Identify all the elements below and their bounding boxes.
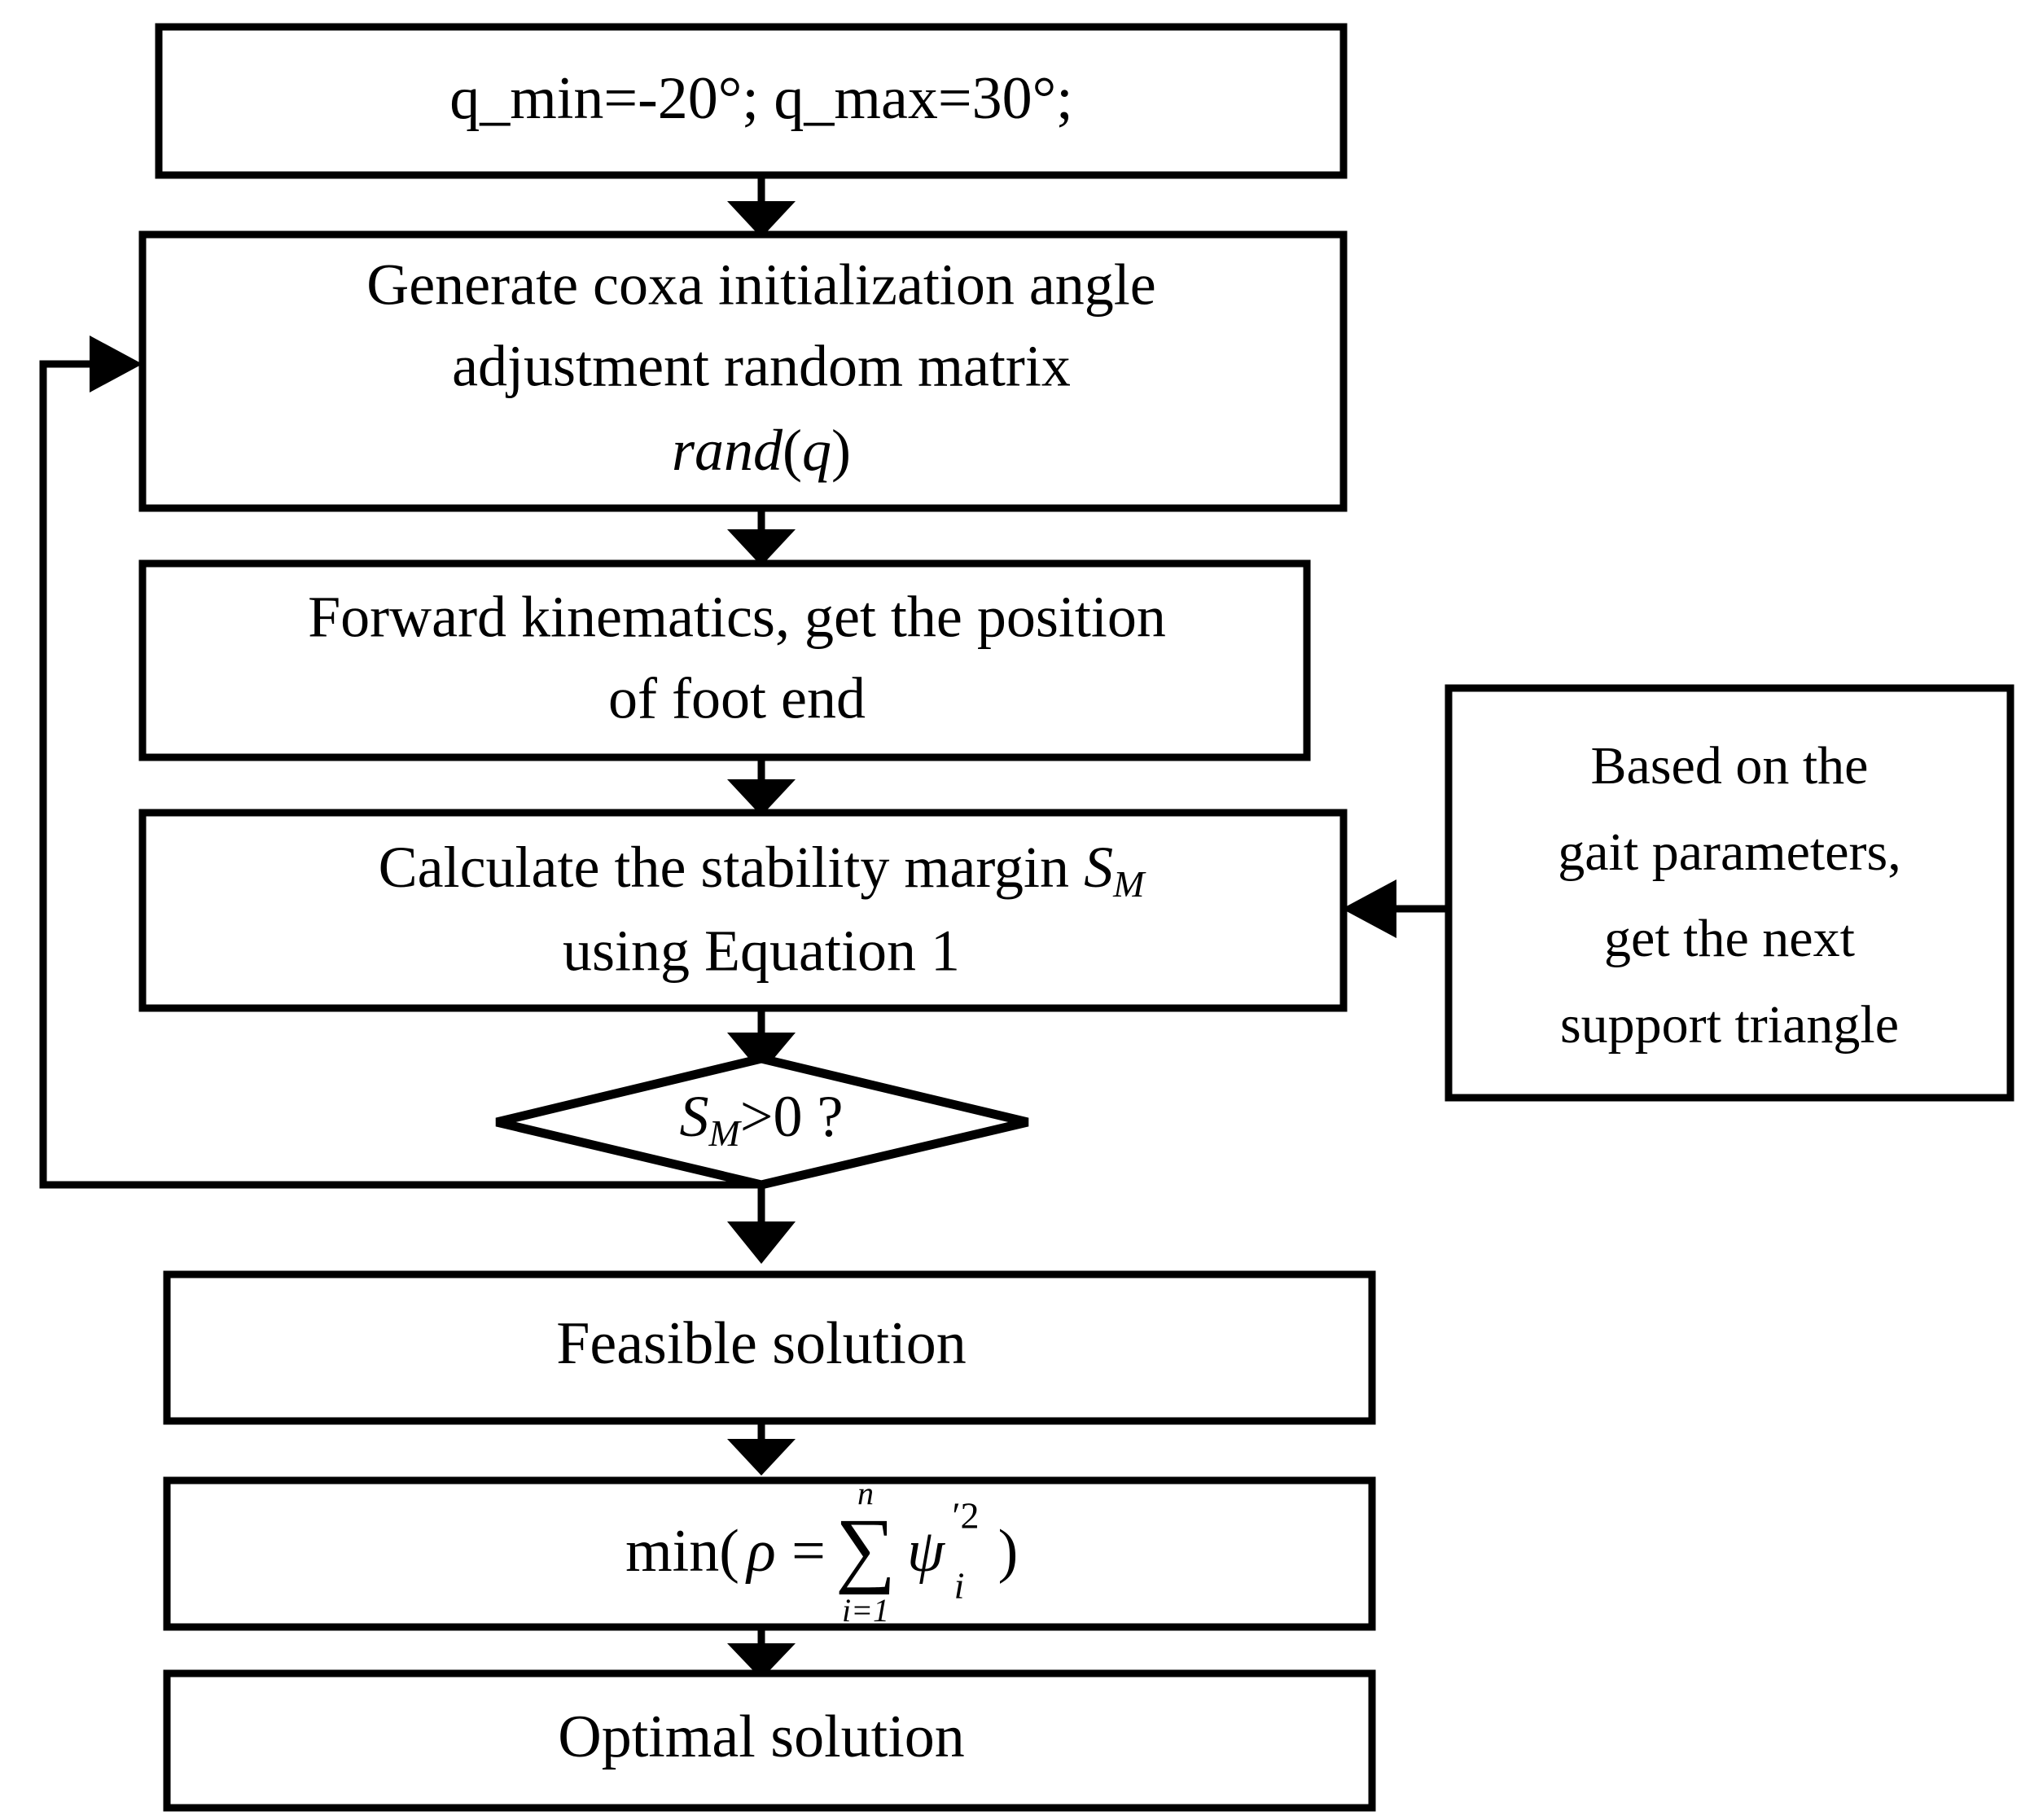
edge-stability-to-decision xyxy=(727,1008,796,1073)
node-stability-margin-shape[interactable] xyxy=(138,809,1348,1012)
formula-paren-close: ) xyxy=(831,418,851,483)
objective-psi: ψ xyxy=(907,1518,946,1585)
support-triangle-line-4: support triangle xyxy=(1560,995,1899,1055)
node-stability-margin: Calculate the stability margin SM using … xyxy=(379,835,1146,984)
stability-margin-subscript: M xyxy=(1112,863,1146,905)
generate-matrix-formula: rand(q) xyxy=(672,418,851,483)
edge-feasible-to-objective xyxy=(727,1420,796,1476)
feasible-solution-label: Feasible solution xyxy=(556,1310,967,1377)
objective-suffix: ) xyxy=(998,1518,1019,1585)
objective-equals: = xyxy=(791,1518,826,1585)
node-support-triangle-shape[interactable] xyxy=(1445,684,2014,1102)
node-decision: SM>0 ? xyxy=(680,1084,844,1154)
decision-subscript: M xyxy=(708,1112,743,1154)
objective-psi-subscript: i xyxy=(954,1565,965,1607)
node-forward-kinematics-shape[interactable] xyxy=(138,559,1311,761)
node-init-params: q_min=-20°; q_max=30°; xyxy=(449,65,1072,132)
node-generate-matrix-shape[interactable] xyxy=(138,230,1348,512)
formula-variable-q: q xyxy=(802,418,831,483)
stability-margin-prefix: Calculate the stability margin xyxy=(379,835,1084,900)
node-support-triangle: Based on the gait parameters, get the ne… xyxy=(1558,736,1900,1055)
optimal-solution-label: Optimal solution xyxy=(558,1704,965,1770)
stability-margin-symbol: S xyxy=(1084,835,1113,900)
edge-decision-to-feasible xyxy=(727,1185,796,1264)
decision-condition-text: SM>0 ? xyxy=(680,1084,844,1154)
support-triangle-line-2: gait parameters, xyxy=(1558,822,1900,882)
edge-generate-to-forward xyxy=(727,508,796,566)
node-shape-layer xyxy=(138,23,2014,1812)
decision-symbol: S xyxy=(680,1084,709,1149)
forward-kinematics-line-2: of foot end xyxy=(608,666,866,731)
stability-margin-line-2: using Equation 1 xyxy=(563,919,960,984)
support-triangle-line-3: get the next xyxy=(1604,909,1855,968)
node-optimal-solution: Optimal solution xyxy=(558,1704,965,1770)
objective-sigma: ∑ xyxy=(835,1502,896,1595)
objective-rho: ρ xyxy=(745,1518,776,1585)
connector-layer xyxy=(39,175,1449,1679)
node-feasible-solution: Feasible solution xyxy=(556,1310,967,1377)
objective-prefix: min( xyxy=(625,1518,739,1585)
support-triangle-line-1: Based on the xyxy=(1591,736,1869,796)
formula-rand-italic: rand xyxy=(672,418,783,483)
node-generate-matrix: Generate coxa initialization angle adjus… xyxy=(366,252,1156,483)
stability-margin-line-1: Calculate the stability margin SM xyxy=(379,835,1146,905)
node-objective-shape[interactable] xyxy=(163,1476,1376,1631)
node-objective: min( ρ = ∑ n i=1 ψ i ′2 ) xyxy=(625,1475,1018,1629)
forward-kinematics-line-1: Forward kinematics, get the position xyxy=(308,585,1166,650)
objective-psi-superscript: ′2 xyxy=(952,1495,979,1537)
edge-decision-feedback-to-generate xyxy=(39,335,761,1189)
formula-paren-open: ( xyxy=(783,418,802,483)
generate-matrix-line-2: adjustment random matrix xyxy=(452,334,1071,399)
node-init-params-shape[interactable] xyxy=(155,23,1348,179)
node-feasible-solution-shape[interactable] xyxy=(163,1270,1376,1425)
node-decision-shape[interactable] xyxy=(495,1054,1029,1190)
edge-forward-to-stability xyxy=(727,757,796,816)
edge-support-to-stability xyxy=(1342,879,1449,938)
decision-comparison: >0 ? xyxy=(740,1084,844,1149)
node-forward-kinematics: Forward kinematics, get the position of … xyxy=(308,585,1166,731)
generate-matrix-line-1: Generate coxa initialization angle xyxy=(366,252,1156,318)
node-optimal-solution-shape[interactable] xyxy=(163,1669,1376,1812)
objective-sum-lower-limit: i=1 xyxy=(842,1592,889,1629)
edge-init-to-generate xyxy=(727,175,796,238)
objective-sum-upper-limit: n xyxy=(857,1475,874,1511)
init-params-line-1: q_min=-20°; q_max=30°; xyxy=(449,65,1072,132)
